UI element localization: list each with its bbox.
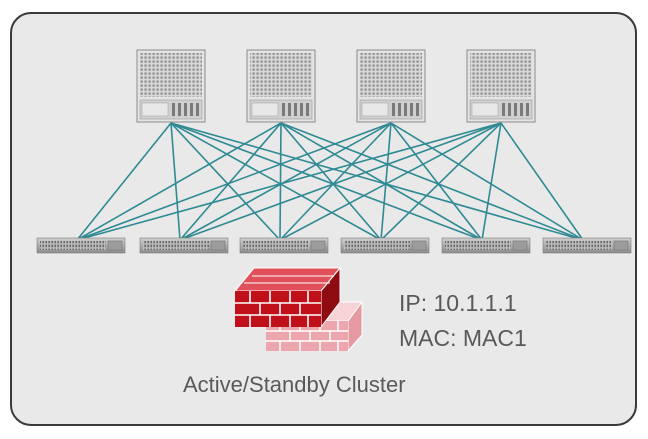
link-spine-4-leaf-6	[500, 122, 584, 241]
firewall-active-icon	[233, 266, 342, 329]
link-spine-2-leaf-6	[280, 122, 584, 241]
link-mesh	[76, 122, 584, 241]
cluster-label: Active/Standby Cluster	[183, 372, 406, 397]
spine-switch-icon	[356, 49, 426, 123]
link-spine-4-leaf-2	[179, 122, 502, 241]
leaf-layer	[36, 237, 632, 254]
link-spine-1-leaf-2	[170, 122, 181, 241]
link-spine-4-leaf-5	[481, 122, 502, 241]
leaf-switch-icon	[139, 237, 229, 254]
leaf-switch-icon	[36, 237, 126, 254]
link-spine-3-leaf-3	[279, 122, 392, 241]
link-spine-1-leaf-1	[76, 122, 172, 241]
firewall-cluster	[233, 266, 363, 353]
link-spine-2-leaf-4	[280, 122, 382, 241]
link-spine-4-leaf-3	[279, 122, 502, 241]
link-spine-2-leaf-2	[179, 122, 282, 241]
link-spine-2-leaf-3	[279, 122, 282, 241]
spine-switch-icon	[466, 49, 536, 123]
link-spine-3-leaf-2	[179, 122, 392, 241]
leaf-switch-icon	[441, 237, 531, 254]
spine-switch-icon	[246, 49, 316, 123]
firewall-ip-label: IP: 10.1.1.1	[399, 290, 517, 316]
leaf-switch-icon	[239, 237, 329, 254]
link-spine-2-leaf-5	[280, 122, 483, 241]
link-spine-3-leaf-6	[390, 122, 584, 241]
link-spine-1-leaf-5	[170, 122, 483, 241]
link-spine-3-leaf-4	[380, 122, 392, 241]
link-spine-3-leaf-1	[76, 122, 392, 241]
link-spine-1-leaf-6	[170, 122, 584, 241]
link-spine-3-leaf-5	[390, 122, 483, 241]
leaf-switch-icon	[542, 237, 632, 254]
spine-layer	[136, 49, 536, 123]
leaf-switch-icon	[340, 237, 430, 254]
link-spine-4-leaf-4	[380, 122, 502, 241]
link-spine-1-leaf-4	[170, 122, 382, 241]
link-spine-4-leaf-1	[76, 122, 502, 241]
link-spine-1-leaf-3	[170, 122, 281, 241]
firewall-mac-label: MAC: MAC1	[399, 325, 527, 351]
diagram-panel	[10, 12, 637, 426]
spine-switch-icon	[136, 49, 206, 123]
link-spine-2-leaf-1	[76, 122, 282, 241]
